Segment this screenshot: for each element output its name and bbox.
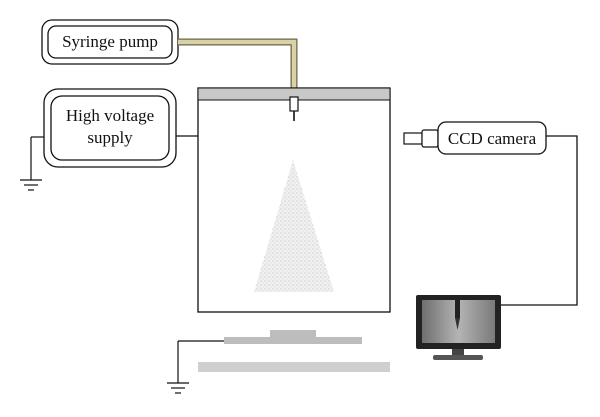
base-plate <box>198 362 390 372</box>
monitor-icon <box>416 295 501 360</box>
ground-symbol-icon <box>167 340 224 394</box>
camera-lens-icon <box>403 129 439 148</box>
feed-tube <box>178 38 298 97</box>
camera-cable <box>501 135 578 306</box>
high-voltage-label-line2: supply <box>87 128 133 147</box>
collector-stage <box>198 330 390 372</box>
syringe-pump-box: Syringe pump <box>41 19 179 65</box>
high-voltage-supply-box: High voltage supply <box>43 88 177 168</box>
ccd-camera-box: CCD camera <box>437 121 547 155</box>
spray-cone <box>254 160 334 292</box>
ground-symbol-icon <box>20 136 44 191</box>
substrate <box>270 330 316 337</box>
ccd-camera-label: CCD camera <box>448 129 537 148</box>
syringe-pump-label: Syringe pump <box>62 32 158 51</box>
collector-plate <box>224 337 362 344</box>
needle-icon <box>289 96 299 121</box>
high-voltage-label-line1: High voltage <box>66 106 154 125</box>
